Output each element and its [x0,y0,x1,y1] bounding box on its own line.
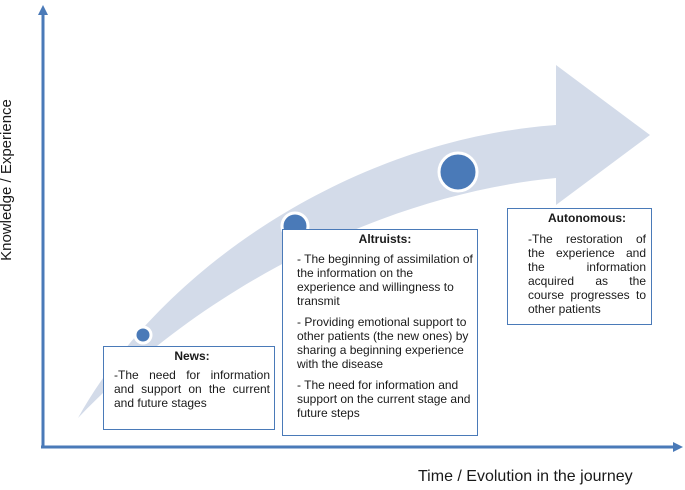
news-item: -The need for information and support on… [114,368,270,410]
altruists-title: Altruists: [358,232,412,246]
x-axis-label: Time / Evolution in the journey [418,468,633,485]
y-axis-label: Knowledge / Experience [0,99,15,261]
autonomous-box: Autonomous: -The restoration of the expe… [507,208,652,325]
journey-arrow [78,65,650,418]
autonomous-title: Autonomous: [548,211,626,225]
news-title: News: [174,349,210,363]
altruists-item: - The need for information and support o… [297,378,471,420]
altruists-box: Altruists: - The beginning of assimilati… [282,229,478,436]
stage-marker-autonomous [437,151,479,193]
altruists-item: - The beginning of assimilation of the i… [297,252,473,308]
news-box: News: -The need for information and supp… [103,346,275,430]
autonomous-item: -The restoration of the experience and t… [528,232,646,316]
stage-marker-news [133,325,153,345]
altruists-item: - Providing emotional support to other p… [297,315,469,371]
